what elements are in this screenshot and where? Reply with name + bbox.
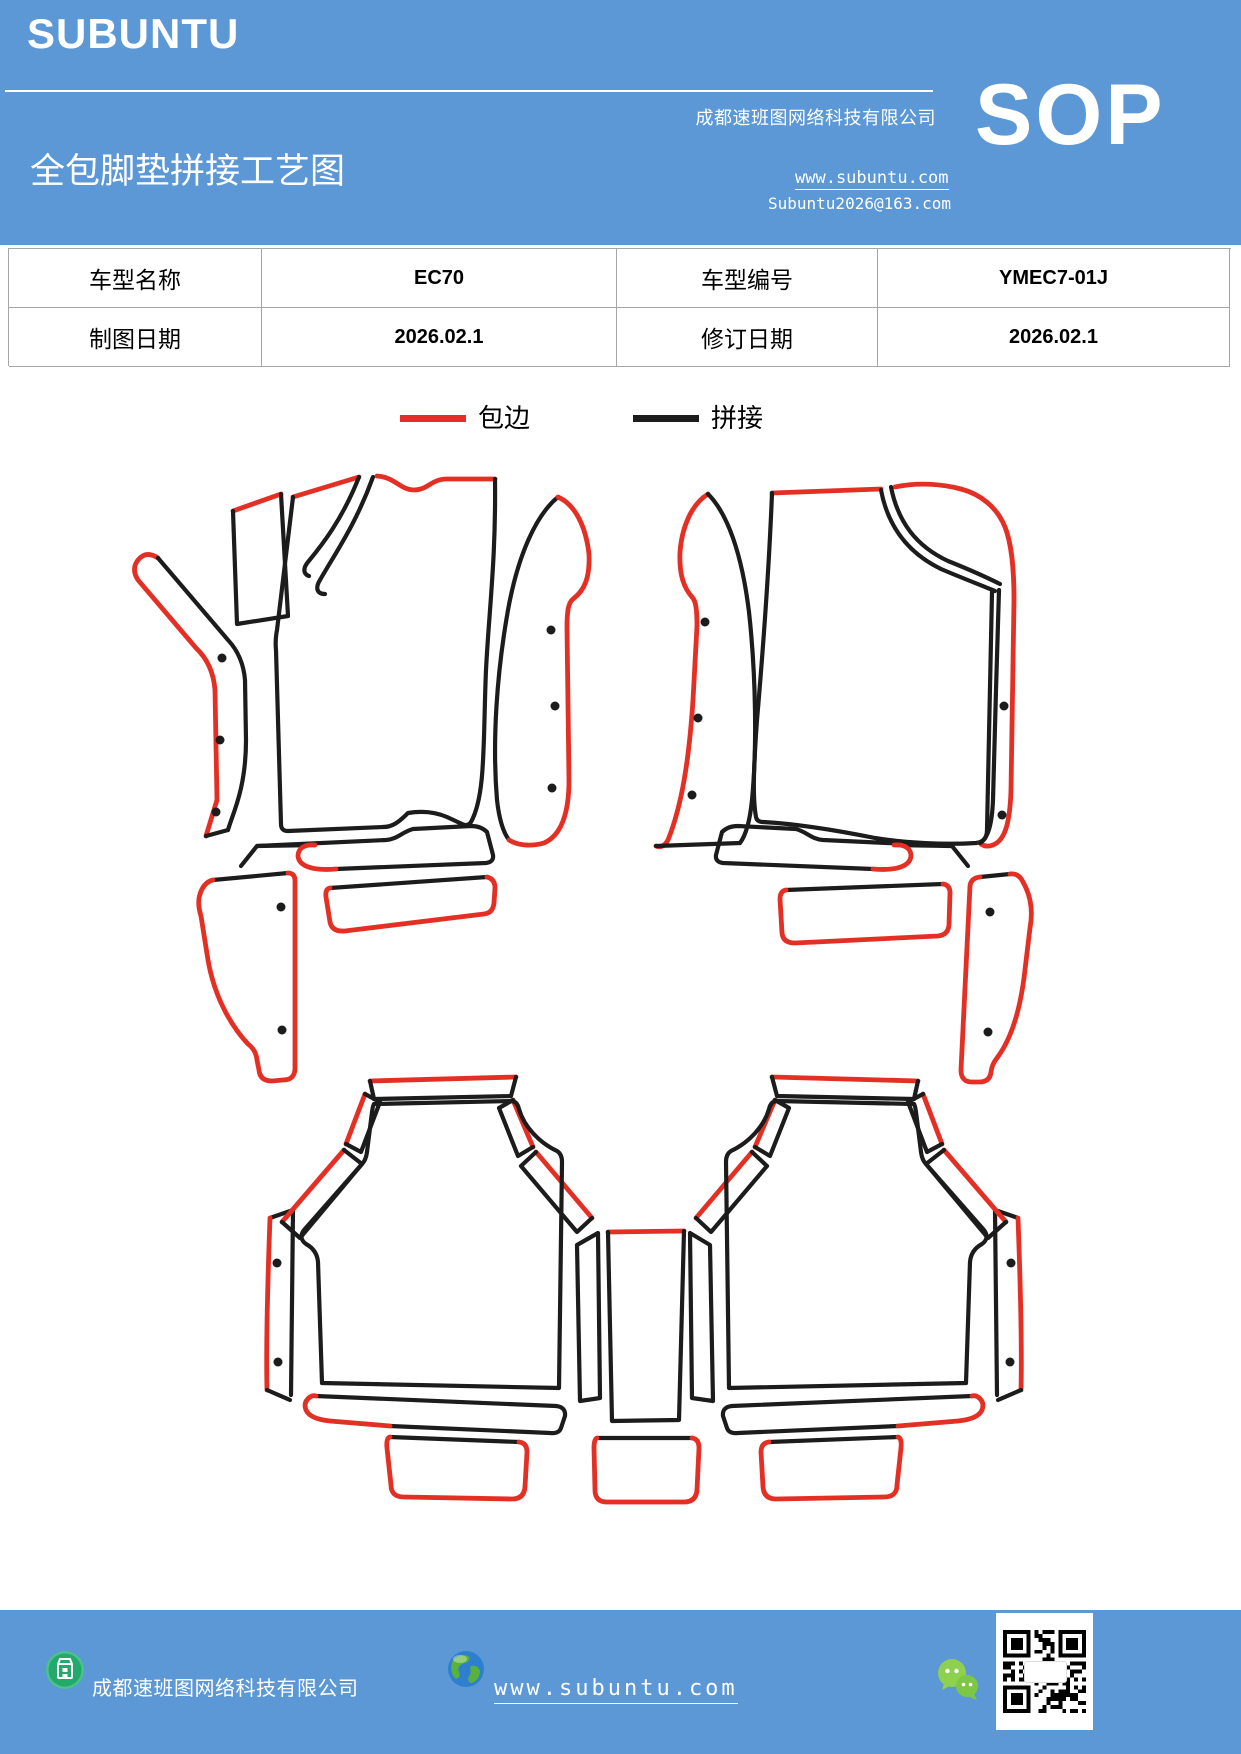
legend-label-splice: 拼接 (711, 404, 764, 433)
page-title: 全包脚垫拼接工艺图 (30, 152, 346, 191)
piece-rear-right-edge-strip (992, 1207, 1024, 1403)
company-name: 成都速班图网络科技有限公司 (695, 108, 936, 128)
piece-rear-right-corner-flaps (693, 1091, 1009, 1241)
piece-rear-left-sill-bar (302, 1393, 568, 1436)
website-link[interactable]: www.subuntu.com (795, 168, 949, 190)
piece-rear-right-mat-body (723, 1098, 989, 1391)
table-value-revise-date: 2026.02.1 (878, 308, 1230, 367)
footer-website-link[interactable]: www.subuntu.com (494, 1676, 738, 1704)
piece-front-left-sill-bar (238, 823, 496, 872)
pattern-diagram (132, 473, 1034, 1505)
piece-rear-left-edge-strip (264, 1207, 296, 1403)
brand-logo: SUBUNTU (27, 10, 240, 57)
piece-front-right-side-strip (958, 486, 1017, 849)
table-label-draw-date: 制图日期 (9, 308, 262, 367)
qr-code (996, 1613, 1093, 1730)
vehicle-info-table: 车型名称 EC70 车型编号 YMEC7-01J 制图日期 2026.02.1 … (8, 248, 1231, 367)
piece-front-right-heel-pad (777, 881, 953, 946)
header-divider-line (5, 90, 933, 92)
legend-item-edging: 包边 (400, 398, 530, 435)
email-address: Subuntu2026@163.com (768, 194, 952, 213)
legend-item-splice: 拼接 (633, 398, 763, 435)
piece-front-right-sill-bar (713, 823, 971, 872)
table-label-revise-date: 修订日期 (617, 308, 878, 367)
piece-rear-right-top-flap (769, 1074, 921, 1102)
wechat-icon (938, 1659, 978, 1700)
piece-front-left-tunnel-strip (492, 494, 592, 848)
piece-front-left-lower-side-piece (196, 870, 298, 1084)
black-line-swatch (633, 414, 699, 422)
table-value-model-name: EC70 (262, 249, 617, 308)
qr-center-label (1024, 1661, 1067, 1683)
piece-rear-right-sill-bar (720, 1393, 986, 1436)
piece-rear-center-left-strip (574, 1230, 603, 1404)
red-line-swatch (400, 414, 466, 422)
piece-rear-center-heel-pad (591, 1435, 702, 1505)
table-value-draw-date: 2026.02.1 (262, 308, 617, 367)
building-icon (46, 1651, 84, 1689)
sop-label: SOP (975, 67, 1166, 163)
piece-rear-left-corner-flaps (279, 1091, 595, 1241)
piece-front-right-tunnel-strip (653, 491, 758, 850)
footer-company-name: 成都速班图网络科技有限公司 (92, 1678, 359, 1700)
piece-rear-center-right-strip (687, 1230, 716, 1404)
header-banner: SUBUNTU 全包脚垫拼接工艺图 成都速班图网络科技有限公司 www.subu… (0, 0, 1241, 245)
table-value-model-code: YMEC7-01J (878, 249, 1230, 308)
table-label-model-name: 车型名称 (9, 249, 262, 308)
table-label-model-code: 车型编号 (617, 249, 878, 308)
legend-label-edging: 包边 (478, 404, 531, 433)
piece-rear-left-mat-body (299, 1098, 565, 1391)
piece-front-left-side-strip (132, 552, 249, 839)
piece-rear-left-heel-pad (384, 1434, 530, 1502)
piece-rear-center-tunnel-mat (605, 1228, 687, 1424)
footer-banner: 成都速班图网络科技有限公司 www.subuntu.com (0, 1610, 1241, 1754)
footer-website-wrap: www.subuntu.com (494, 1676, 738, 1704)
globe-icon (448, 1651, 484, 1687)
piece-rear-left-top-flap (367, 1074, 519, 1102)
piece-front-left-main-mat (273, 473, 498, 834)
piece-front-right-lower-side-piece (958, 871, 1034, 1085)
piece-rear-right-heel-pad (758, 1434, 904, 1502)
piece-front-left-heel-pad (323, 874, 498, 934)
piece-front-right-main-mat (751, 481, 1003, 846)
